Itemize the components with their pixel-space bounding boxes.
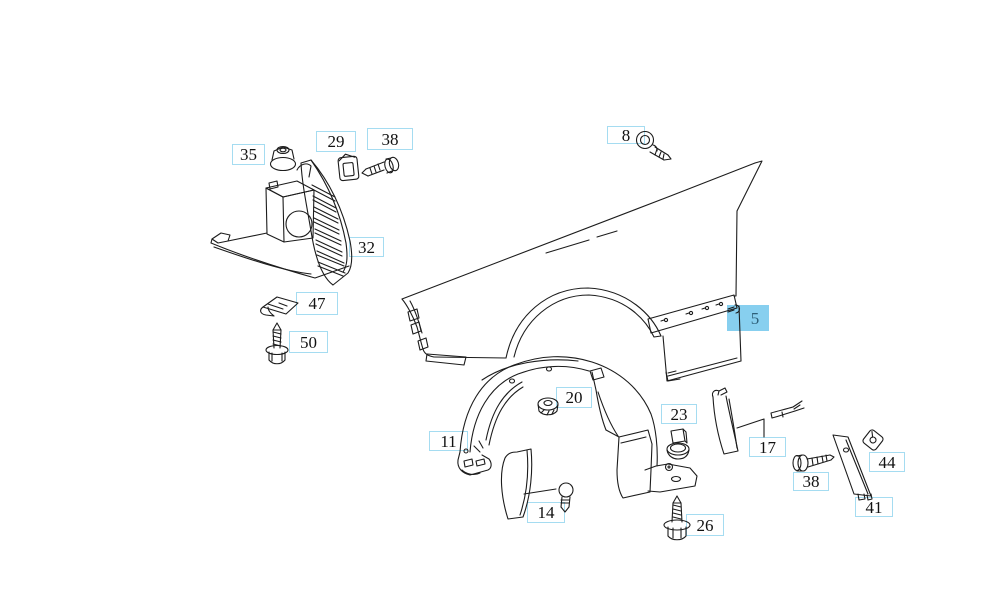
part-29-clip-drawing xyxy=(337,153,360,182)
callout-38-bottom[interactable]: 38 xyxy=(793,472,829,491)
part-5-fender-drawing xyxy=(401,160,763,382)
callout-44[interactable]: 44 xyxy=(869,452,905,472)
callout-17[interactable]: 17 xyxy=(749,437,786,457)
part-44-clip-drawing xyxy=(862,429,884,451)
callout-5-selected[interactable]: 5 xyxy=(727,305,769,331)
callout-11[interactable]: 11 xyxy=(429,431,468,451)
callout-35[interactable]: 35 xyxy=(232,144,265,165)
callout-41[interactable]: 41 xyxy=(855,497,893,517)
callout-14[interactable]: 14 xyxy=(527,502,565,523)
part-11-wheel-arch-liner-drawing xyxy=(457,356,698,499)
part-23-fastener-drawing xyxy=(666,428,690,460)
part-20-flange-nut-drawing xyxy=(537,397,559,416)
callout-26[interactable]: 26 xyxy=(686,514,724,536)
callout-32[interactable]: 32 xyxy=(349,237,384,257)
callout-38-top[interactable]: 38 xyxy=(367,128,413,150)
part-35-flange-nut-drawing xyxy=(269,145,297,172)
callout-20[interactable]: 20 xyxy=(556,387,592,408)
callout-23[interactable]: 23 xyxy=(661,404,697,424)
part-38-top-screw-drawing xyxy=(361,156,400,177)
part-50-screw-drawing xyxy=(265,322,289,365)
part-41-mud-flap-drawing xyxy=(832,434,873,501)
callout-50[interactable]: 50 xyxy=(289,331,328,353)
callout-47[interactable]: 47 xyxy=(296,292,338,315)
callout-29[interactable]: 29 xyxy=(316,131,356,152)
part-47-clip-drawing xyxy=(260,296,299,317)
part-32-grille-drawing xyxy=(210,159,353,286)
part-38-bottom-screw-drawing xyxy=(792,454,835,472)
callout-8[interactable]: 8 xyxy=(607,126,645,144)
